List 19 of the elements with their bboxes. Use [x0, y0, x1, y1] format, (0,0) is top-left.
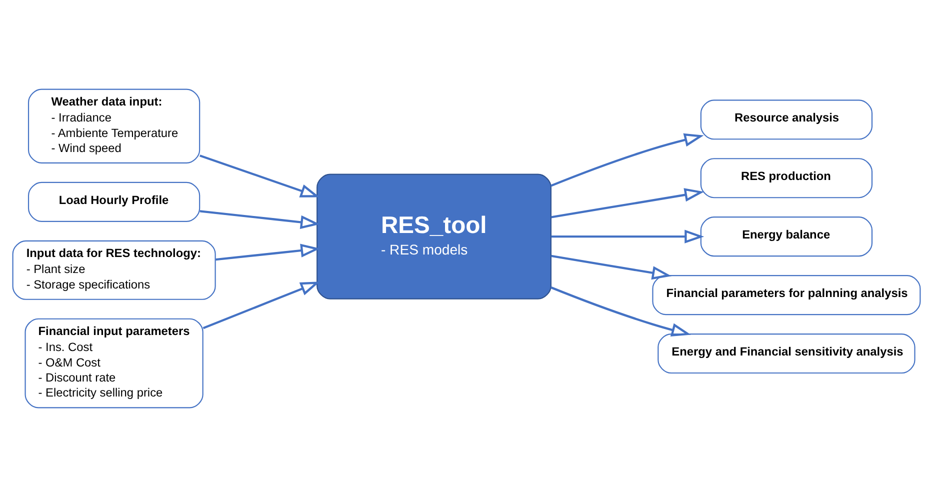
node-box: RES production: [700, 158, 873, 198]
node-box: Energy and Financial sensitivity analysis: [658, 334, 916, 374]
arrow: [551, 230, 704, 244]
node-box: Financial parameters for palnning analysis: [652, 275, 921, 316]
arrow: [551, 188, 704, 218]
node-box: Financial input parameters - Ins. Cost - O&M Cost - Discount rate - Electricity selling price: [24, 318, 204, 408]
arrow: [202, 282, 320, 330]
node-box: RES_tool - RES models: [316, 174, 552, 300]
node-box: Load Hourly Profile: [28, 182, 200, 222]
node-box: Input data for RES technology: - Plant size - Storage specifications: [12, 240, 216, 300]
node-box: Resource analysis: [700, 100, 873, 140]
node-box: Weather data input: - Irradiance - Ambiente Temperature - Wind speed: [28, 88, 200, 164]
arrow: [200, 210, 320, 229]
arrow: [200, 154, 320, 198]
arrow: [551, 254, 672, 280]
arrow: [550, 286, 691, 337]
arrow: [216, 244, 320, 261]
arrow: [550, 133, 704, 187]
node-box: Energy balance: [700, 216, 873, 257]
